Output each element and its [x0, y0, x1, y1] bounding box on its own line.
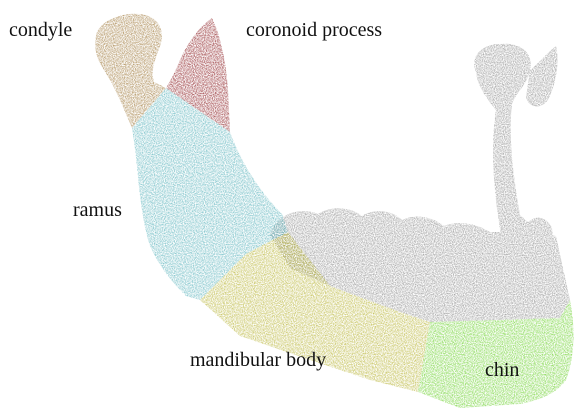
- condyle-label: condyle: [9, 20, 72, 40]
- ramus-label: ramus: [73, 200, 122, 220]
- mandibular-body-label: mandibular body: [190, 350, 326, 370]
- far-coronoid-shape: [526, 46, 558, 107]
- coronoid-process-label: coronoid process: [246, 20, 382, 40]
- chin-label: chin: [485, 360, 519, 380]
